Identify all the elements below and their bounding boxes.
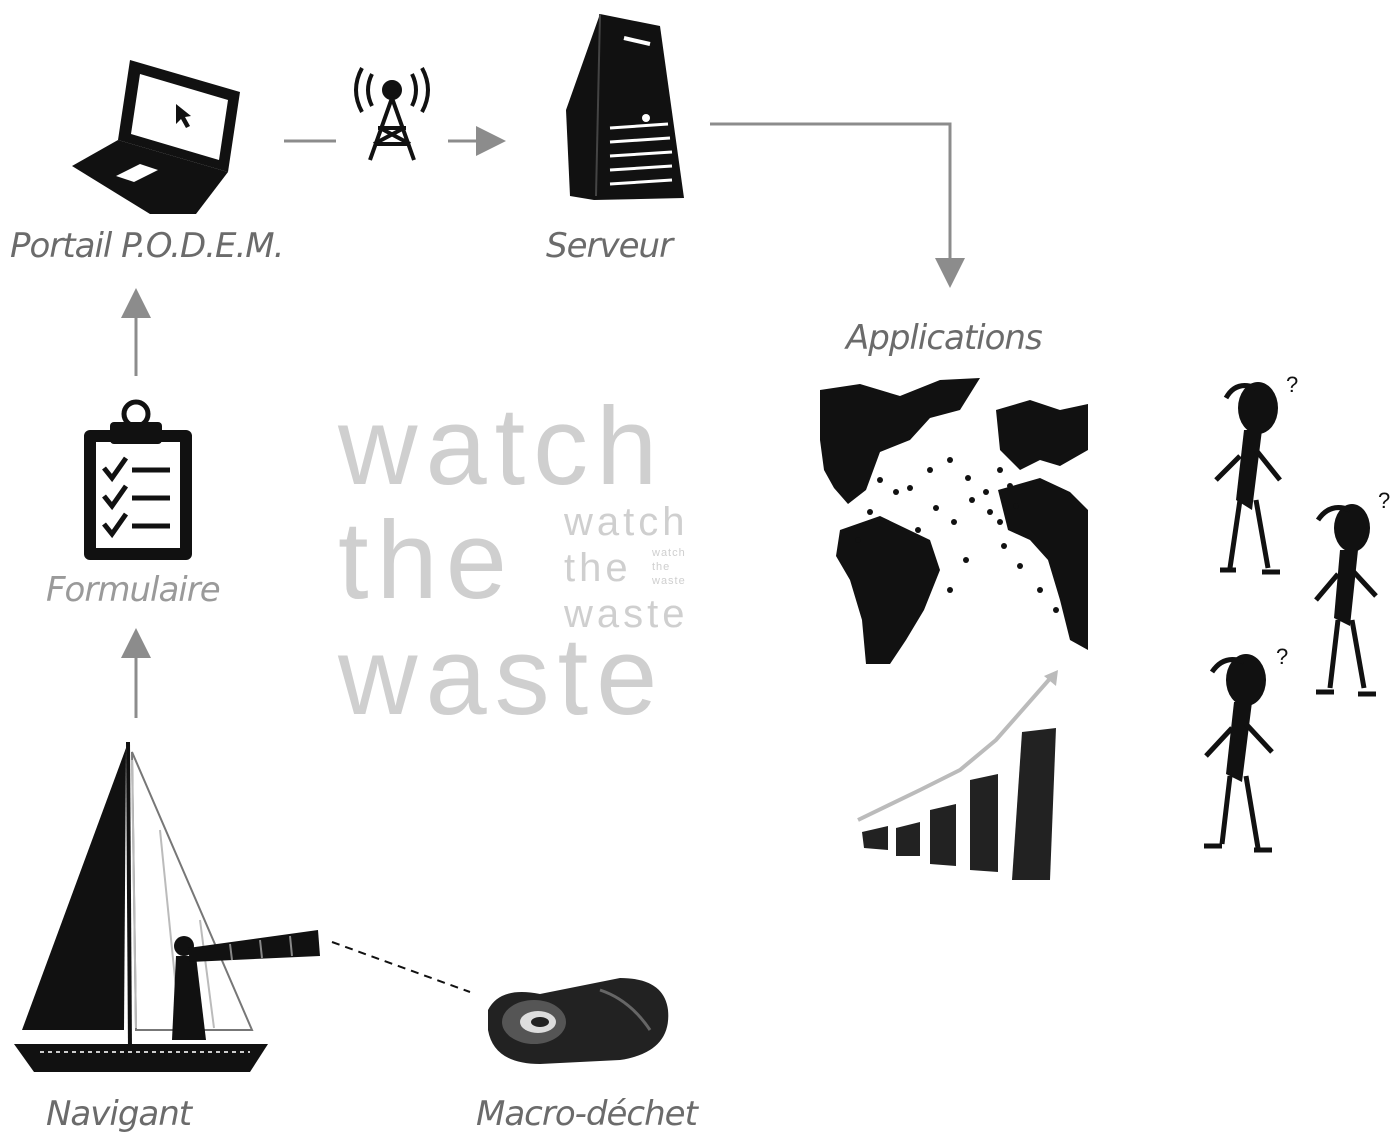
sailboat-with-telescope-icon xyxy=(14,742,320,1072)
puzzled-person-2: ? xyxy=(1316,488,1390,694)
svg-text:?: ? xyxy=(1378,488,1390,513)
server-label: Serveur xyxy=(546,226,672,266)
watermark-large-waste: waste xyxy=(338,622,665,732)
watermark-large-watch: watch xyxy=(338,392,665,502)
portal-label: Portail P.O.D.E.M. xyxy=(10,226,283,266)
form-label: Formulaire xyxy=(46,570,220,610)
watermark-small-the: the xyxy=(652,562,670,573)
arrow-server-applications xyxy=(710,124,950,282)
svg-text:?: ? xyxy=(1276,644,1288,669)
svg-text:?: ? xyxy=(1286,372,1298,397)
growth-bar-chart-icon xyxy=(858,670,1058,880)
crushed-can-icon xyxy=(488,978,668,1064)
laptop-icon xyxy=(72,60,240,214)
watermark-medium-watch: watch xyxy=(564,502,689,542)
radio-tower-icon xyxy=(356,68,428,160)
checklist-clipboard-icon xyxy=(84,402,192,560)
puzzled-people-icon: ? ? ? xyxy=(1204,372,1390,850)
applications-label: Applications xyxy=(846,318,1042,358)
watermark-medium-waste: waste xyxy=(564,594,689,634)
watermark-large-the: the xyxy=(338,506,515,616)
navigator-label: Navigant xyxy=(46,1094,191,1134)
debris-label: Macro-déchet xyxy=(476,1094,697,1134)
world-map-icon xyxy=(820,378,1088,664)
puzzled-person-1: ? xyxy=(1216,372,1298,572)
sighting-line xyxy=(332,942,470,992)
watermark-small-waste: waste xyxy=(652,576,686,587)
server-tower-icon xyxy=(566,14,684,200)
watermark-small-watch: watch xyxy=(652,548,686,559)
puzzled-person-3: ? xyxy=(1204,644,1288,850)
watermark-medium-the: the xyxy=(564,548,632,588)
